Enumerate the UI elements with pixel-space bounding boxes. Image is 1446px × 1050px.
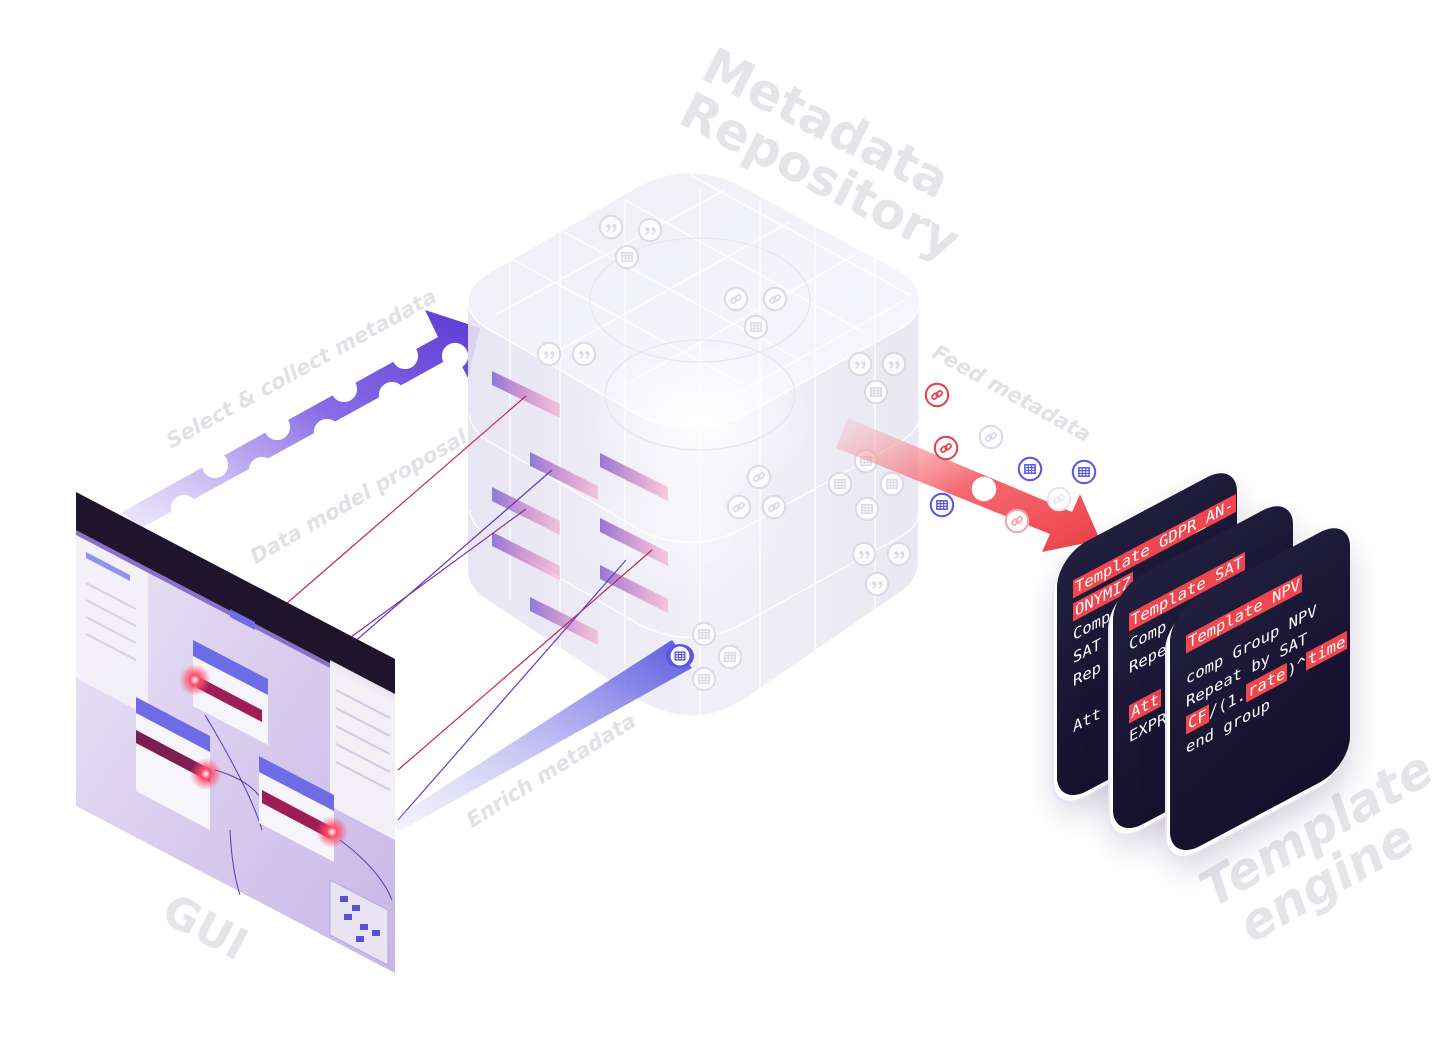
metadata-bars: [492, 371, 668, 645]
select-collect-arrow: [122, 310, 480, 530]
quote-icon: [598, 214, 624, 240]
quote-icon: [330, 375, 358, 403]
quote-icon: [886, 541, 912, 567]
quote-icon: [971, 476, 997, 502]
quote-icon: [881, 351, 907, 377]
table-icon: [691, 621, 717, 647]
table-icon: [1017, 456, 1043, 482]
table-icon: [201, 451, 229, 479]
quote-icon: [864, 571, 890, 597]
feed-metadata-arrow: [836, 418, 1100, 552]
link-icon: [723, 286, 749, 312]
gui-screen: [76, 492, 395, 973]
table-icon: [854, 496, 880, 522]
table-icon: [691, 666, 717, 692]
table-icon: [1071, 459, 1097, 485]
table-icon: [743, 314, 769, 340]
link-icon: [761, 494, 787, 520]
table-icon: [614, 244, 640, 270]
table-icon: [863, 379, 889, 405]
repository-cube: [467, 171, 921, 717]
link-icon: [924, 382, 950, 408]
link-icon: [1046, 486, 1072, 512]
quote-icon: [536, 341, 562, 367]
table-icon: [313, 418, 341, 446]
table-icon: [929, 492, 955, 518]
link-icon: [170, 494, 198, 522]
gui-node-card: [136, 697, 210, 830]
link-icon: [391, 342, 419, 370]
quote-icon: [851, 541, 877, 567]
enrich-beam: [392, 640, 694, 832]
gui-node-card: [259, 756, 334, 862]
table-icon: [378, 381, 406, 409]
gui-node-card: [193, 640, 268, 745]
quote-icon: [248, 456, 276, 484]
link-icon: [1004, 508, 1030, 534]
link-icon: [933, 435, 959, 461]
link-icon: [746, 464, 772, 490]
table-icon: [668, 644, 692, 668]
quote-icon: [847, 351, 873, 377]
quote-icon: [441, 342, 469, 370]
table-icon: [879, 471, 905, 497]
table-icon: [717, 644, 743, 670]
link-icon: [263, 413, 291, 441]
quote-icon: [571, 341, 597, 367]
link-icon: [978, 424, 1004, 450]
quote-icon: [637, 217, 663, 243]
link-icon: [726, 494, 752, 520]
link-icon: [762, 286, 788, 312]
table-icon: [827, 471, 853, 497]
